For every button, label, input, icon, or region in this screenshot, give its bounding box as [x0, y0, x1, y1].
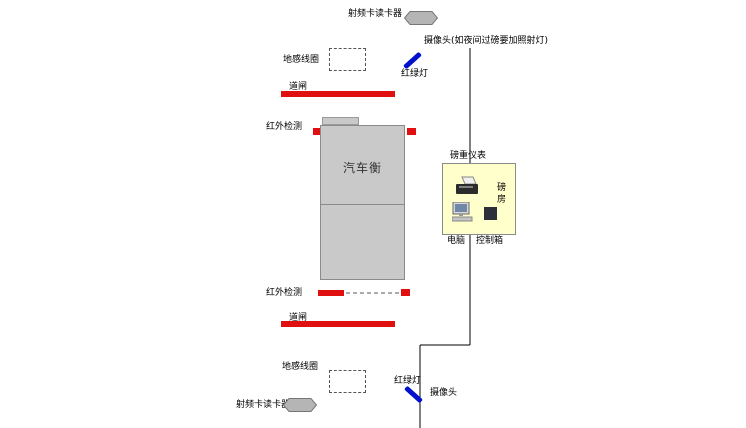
weigh-house-box: 磅房	[442, 163, 516, 235]
traffic-light-top-label: 红绿灯	[401, 69, 429, 79]
barrier-gate-top-icon	[281, 91, 395, 97]
computer-label: 电脑	[447, 236, 466, 246]
infrared-sensor-top-right-icon	[407, 128, 416, 135]
scale-section-divider	[321, 204, 404, 205]
ground-coil-top-label: 地感线圈	[283, 55, 320, 65]
rfid-reader-top-icon	[404, 11, 438, 25]
infrared-top-label: 红外检测	[266, 122, 303, 132]
traffic-light-bottom-icon	[404, 385, 423, 404]
ground-coil-top-icon	[329, 48, 366, 71]
infrared-sensor-bottom-right-icon	[401, 289, 410, 296]
weighing-instrument-label: 磅重仪表	[450, 151, 487, 161]
control-box-icon	[484, 207, 497, 220]
scale-ramp	[322, 117, 359, 125]
barrier-gate-bottom-icon	[281, 321, 395, 327]
truck-scale-platform: 汽车衡	[320, 125, 405, 280]
traffic-light-top-icon	[403, 51, 422, 70]
barrier-gate-top-label: 道闸	[289, 82, 308, 92]
rfid-reader-bottom-label: 射频卡读卡器	[236, 400, 291, 410]
control-box-label: 控制箱	[476, 236, 504, 246]
rfid-reader-top-label: 射频卡读卡器	[348, 9, 403, 19]
computer-icon	[452, 202, 473, 222]
barrier-gate-bottom-label: 道闸	[289, 313, 308, 323]
infrared-sensor-top-left-icon	[313, 128, 323, 135]
infrared-bottom-label: 红外检测	[266, 288, 303, 298]
rfid-reader-bottom-icon	[283, 398, 317, 412]
infrared-sensor-bottom-left-icon	[318, 290, 344, 296]
ground-coil-bottom-label: 地感线圈	[282, 362, 319, 372]
weigh-house-label: 磅房	[497, 183, 507, 205]
traffic-light-bottom-label: 红绿灯	[394, 376, 422, 386]
truck-scale-label: 汽车衡	[342, 161, 382, 175]
camera-top-label: 摄像头(如夜间过磅要加照射灯)	[424, 36, 549, 46]
ground-coil-bottom-icon	[329, 370, 366, 393]
camera-bottom-label: 摄像头	[430, 388, 458, 398]
weighing-indicator-icon	[456, 176, 478, 194]
